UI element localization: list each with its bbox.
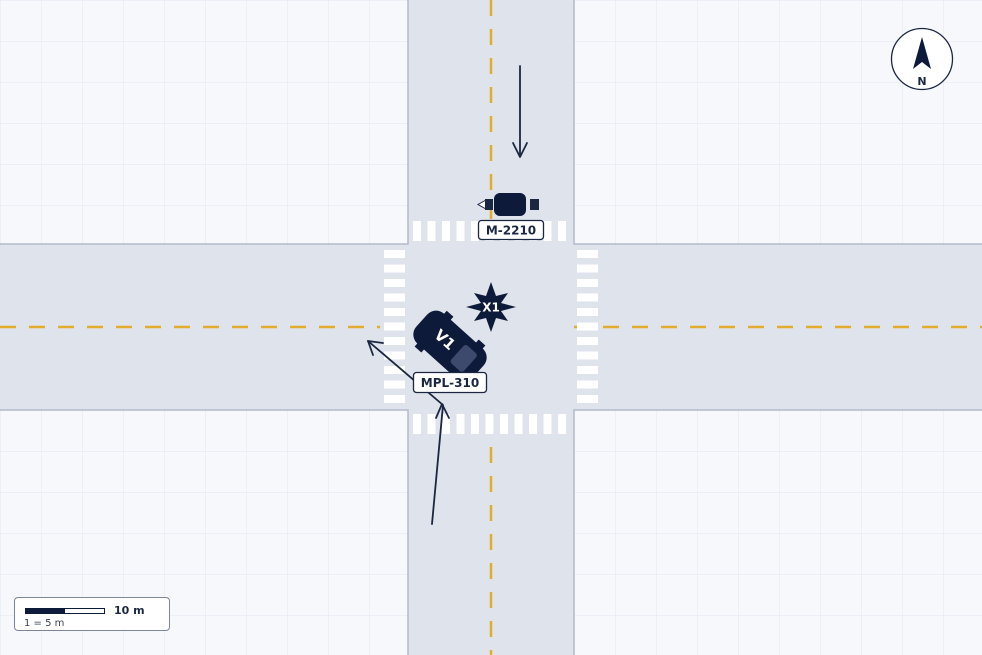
impact-marker: X1 [466, 282, 516, 332]
v1-path-arrow [367, 340, 450, 525]
crosswalk-west [384, 250, 405, 403]
north-arrow-icon [913, 37, 931, 69]
scale-length-label: 10 m [114, 604, 145, 617]
motorcycle-plate: M-2210 [486, 224, 536, 238]
motorcycle-path-arrow [512, 65, 528, 158]
scale-bar-fill [26, 609, 65, 613]
v1-plate: MPL-310 [421, 376, 479, 390]
scale-unit-label: 1 = 5 m [24, 618, 65, 629]
crosswalk-south [413, 414, 566, 434]
impact-label: X1 [482, 301, 500, 315]
motorcycle [476, 193, 539, 216]
motorcycle-plate-tag: M-2210 [477, 219, 545, 241]
v1-plate-tag: MPL-310 [412, 371, 488, 394]
scale-legend: 10 m 1 = 5 m [14, 597, 170, 631]
collision-star-icon [466, 282, 516, 332]
compass: N [890, 27, 954, 91]
windshield [450, 345, 477, 372]
crosswalk-east [577, 250, 598, 403]
scale-bar [25, 608, 105, 614]
vehicle-v1: V1 [413, 310, 487, 382]
compass-label: N [917, 75, 926, 88]
